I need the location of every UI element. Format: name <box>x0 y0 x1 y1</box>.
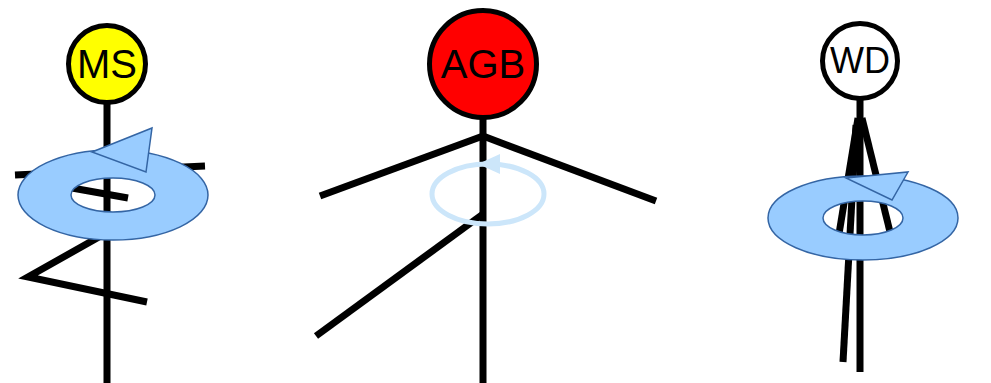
star-label: WD <box>830 43 890 79</box>
leg-line <box>316 214 483 336</box>
star-label: MS <box>77 44 137 84</box>
ring-arrowhead <box>846 172 908 200</box>
star-head: AGB <box>427 8 539 120</box>
ring-arrowhead <box>92 128 152 172</box>
body-line <box>480 118 487 383</box>
ring-shape <box>18 150 208 240</box>
star-label: AGB <box>441 44 525 84</box>
ring-shape <box>432 164 544 224</box>
ms-rotation-ring <box>18 128 208 240</box>
ring-shape <box>768 176 958 260</box>
star-head: MS <box>66 23 148 105</box>
agb-body <box>316 118 656 383</box>
star-head: WD <box>820 21 900 101</box>
wd-rotation-ring <box>768 172 958 260</box>
ms-body <box>15 100 205 383</box>
body-line <box>104 100 111 383</box>
agb-rotation-ring <box>432 154 544 224</box>
ring-arrowhead <box>478 154 500 174</box>
arm-line <box>72 188 128 198</box>
